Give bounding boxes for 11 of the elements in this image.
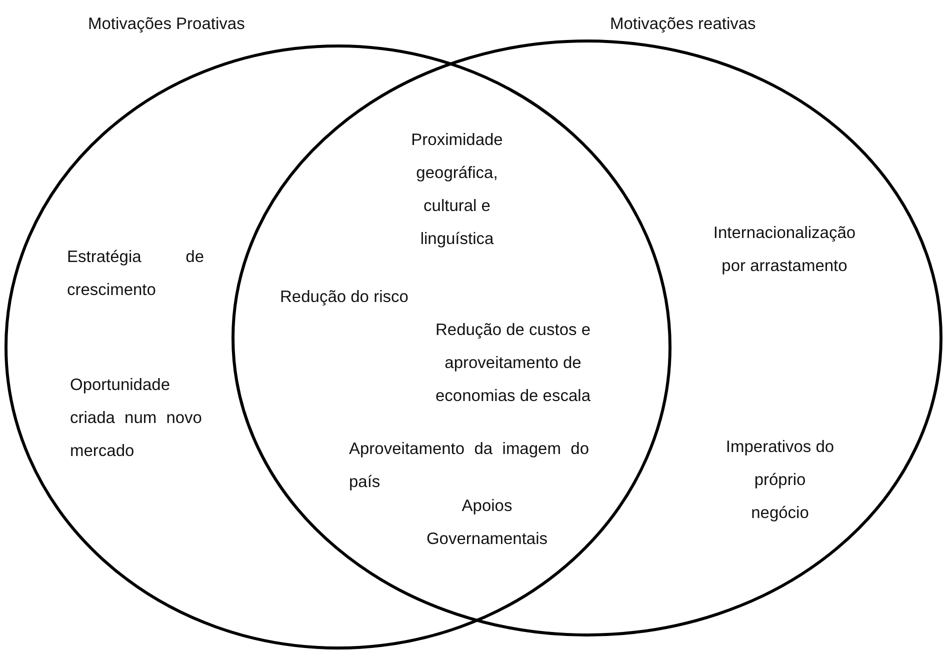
set-item-text: Imperativos do próprio negócio bbox=[725, 437, 835, 524]
overlap-item-text: Redução do risco bbox=[280, 287, 410, 308]
overlap-item-text: Redução de custos e aproveitamento de economias de escala bbox=[434, 320, 592, 407]
overlap-item-text: Apoios Governamentais bbox=[425, 496, 549, 550]
set-heading: Motivações reativas bbox=[610, 14, 757, 35]
set-item-text: Estratégia de crescimento bbox=[67, 247, 204, 301]
overlap-item-text: Proximidade geográfica, cultural e linguística bbox=[410, 130, 504, 250]
overlap-item-text: Aproveitamento da imagem do país bbox=[349, 439, 589, 493]
set-item-text: Internacionalização por arrastamento bbox=[712, 223, 857, 277]
set-heading: Motivações Proativas bbox=[88, 14, 246, 35]
set-item-text: Oportunidade criada num novo mercado bbox=[70, 375, 202, 462]
